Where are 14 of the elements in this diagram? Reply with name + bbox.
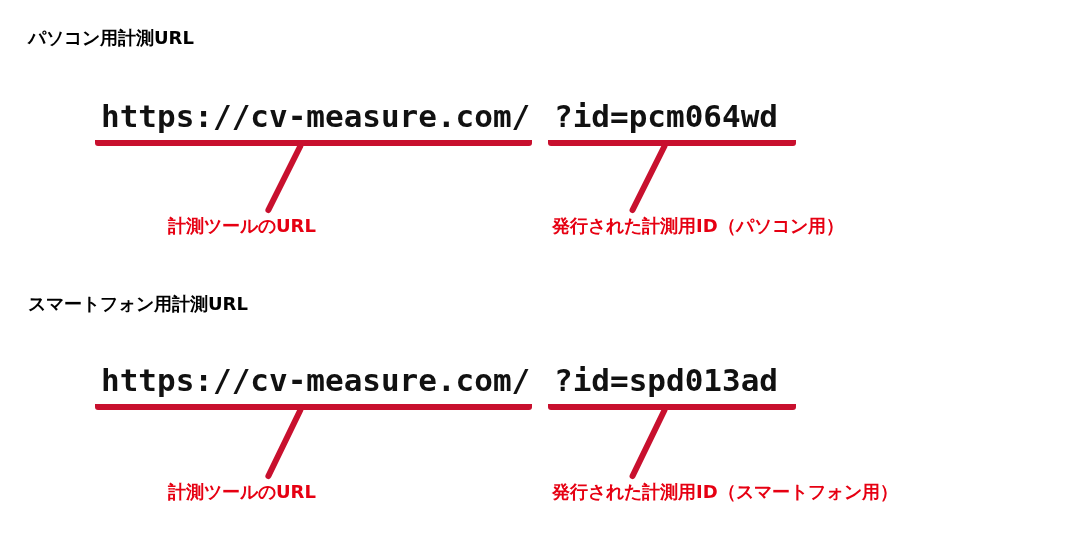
url-segment: https://cv-measure.com/ xyxy=(95,362,532,410)
annotation-text: 計測ツールのURL xyxy=(168,480,316,504)
url-segment: ?id=spd013ad xyxy=(548,362,796,410)
url-segment: https://cv-measure.com/ xyxy=(95,98,532,146)
leader-line xyxy=(265,143,304,213)
annotation-text: 計測ツールのURL xyxy=(168,214,316,238)
leader-line xyxy=(265,407,304,479)
url-segment: ?id=pcm064wd xyxy=(548,98,796,146)
leader-line xyxy=(629,143,668,213)
annotation-text: 発行された計測用ID（スマートフォン用） xyxy=(552,480,898,504)
annotation-text: 発行された計測用ID（パソコン用） xyxy=(552,214,844,238)
section-heading: パソコン用計測URL xyxy=(28,26,194,50)
leader-line xyxy=(629,407,668,479)
section-heading: スマートフォン用計測URL xyxy=(28,292,248,316)
